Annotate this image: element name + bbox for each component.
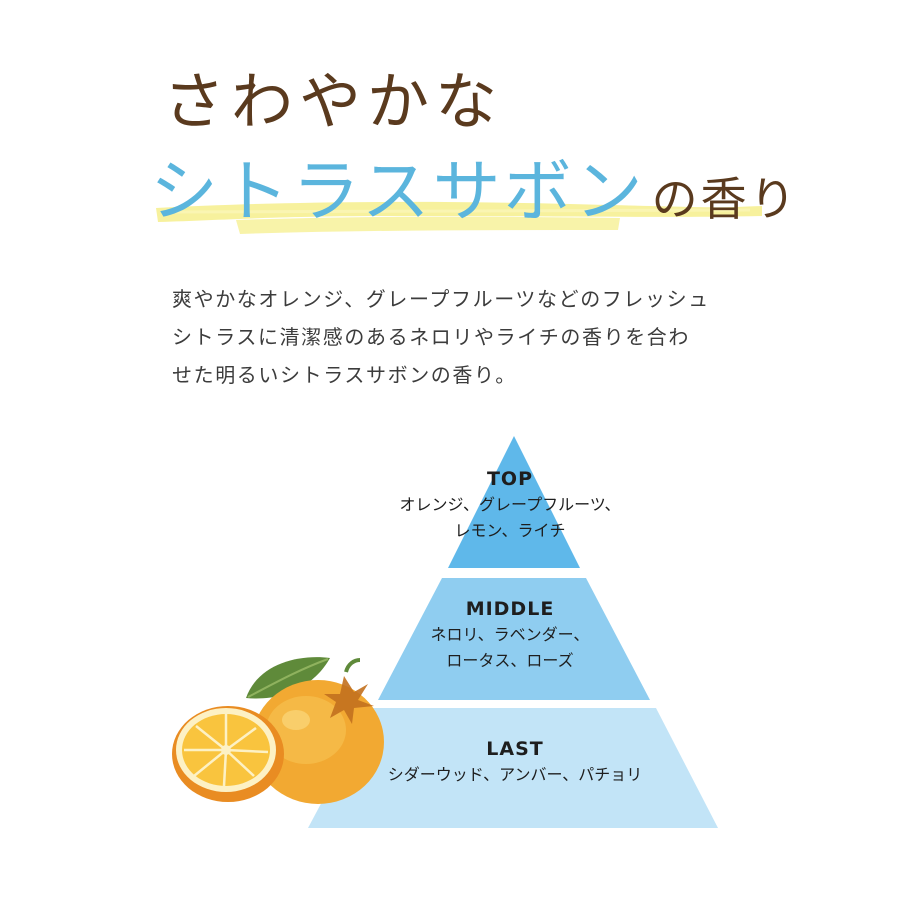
tier-last-notes: シダーウッド、アンバー、パチョリ <box>387 765 643 784</box>
highlight-swash-icon <box>156 201 762 234</box>
tier-middle-notes: ロータス、ローズ <box>446 651 574 670</box>
description-line: 爽やかなオレンジ、グレープフルーツなどのフレッシュ <box>172 287 710 311</box>
headline-accent-text: シトラスサボン <box>150 153 646 232</box>
tier-middle-title: MIDDLE <box>465 598 555 620</box>
headline-line-2: シトラスサボンの香り <box>150 150 799 240</box>
description-paragraph: 爽やかなオレンジ、グレープフルーツなどのフレッシュ シトラスに清潔感のあるネロリ… <box>172 280 772 394</box>
tier-top-title: TOP <box>486 468 534 490</box>
pyramid-tier-last <box>308 708 718 828</box>
pyramid-tier-middle <box>378 578 650 700</box>
headline-suffix-text: の香り <box>651 172 799 226</box>
pyramid-tier-top <box>448 436 580 568</box>
headline-line-1: さわやかな <box>163 65 504 138</box>
orange-illustration-icon <box>172 657 384 804</box>
tier-last-title: LAST <box>486 738 544 760</box>
tier-top-notes: オレンジ、グレープフルーツ、 <box>399 495 621 514</box>
description-line: シトラスに清潔感のあるネロリやライチの香りを合わ <box>172 325 690 349</box>
description-line: せた明るいシトラスサボンの香り。 <box>172 363 517 387</box>
tier-top-text: TOP オレンジ、グレープフルーツ、 レモン、ライチ <box>360 466 660 544</box>
tier-last-text: LAST シダーウッド、アンバー、パチョリ <box>330 736 700 788</box>
tier-middle-notes: ネロリ、ラベンダー、 <box>430 625 590 644</box>
tier-top-notes: レモン、ライチ <box>454 521 566 540</box>
tier-middle-text: MIDDLE ネロリ、ラベンダー、 ロータス、ローズ <box>360 596 660 674</box>
